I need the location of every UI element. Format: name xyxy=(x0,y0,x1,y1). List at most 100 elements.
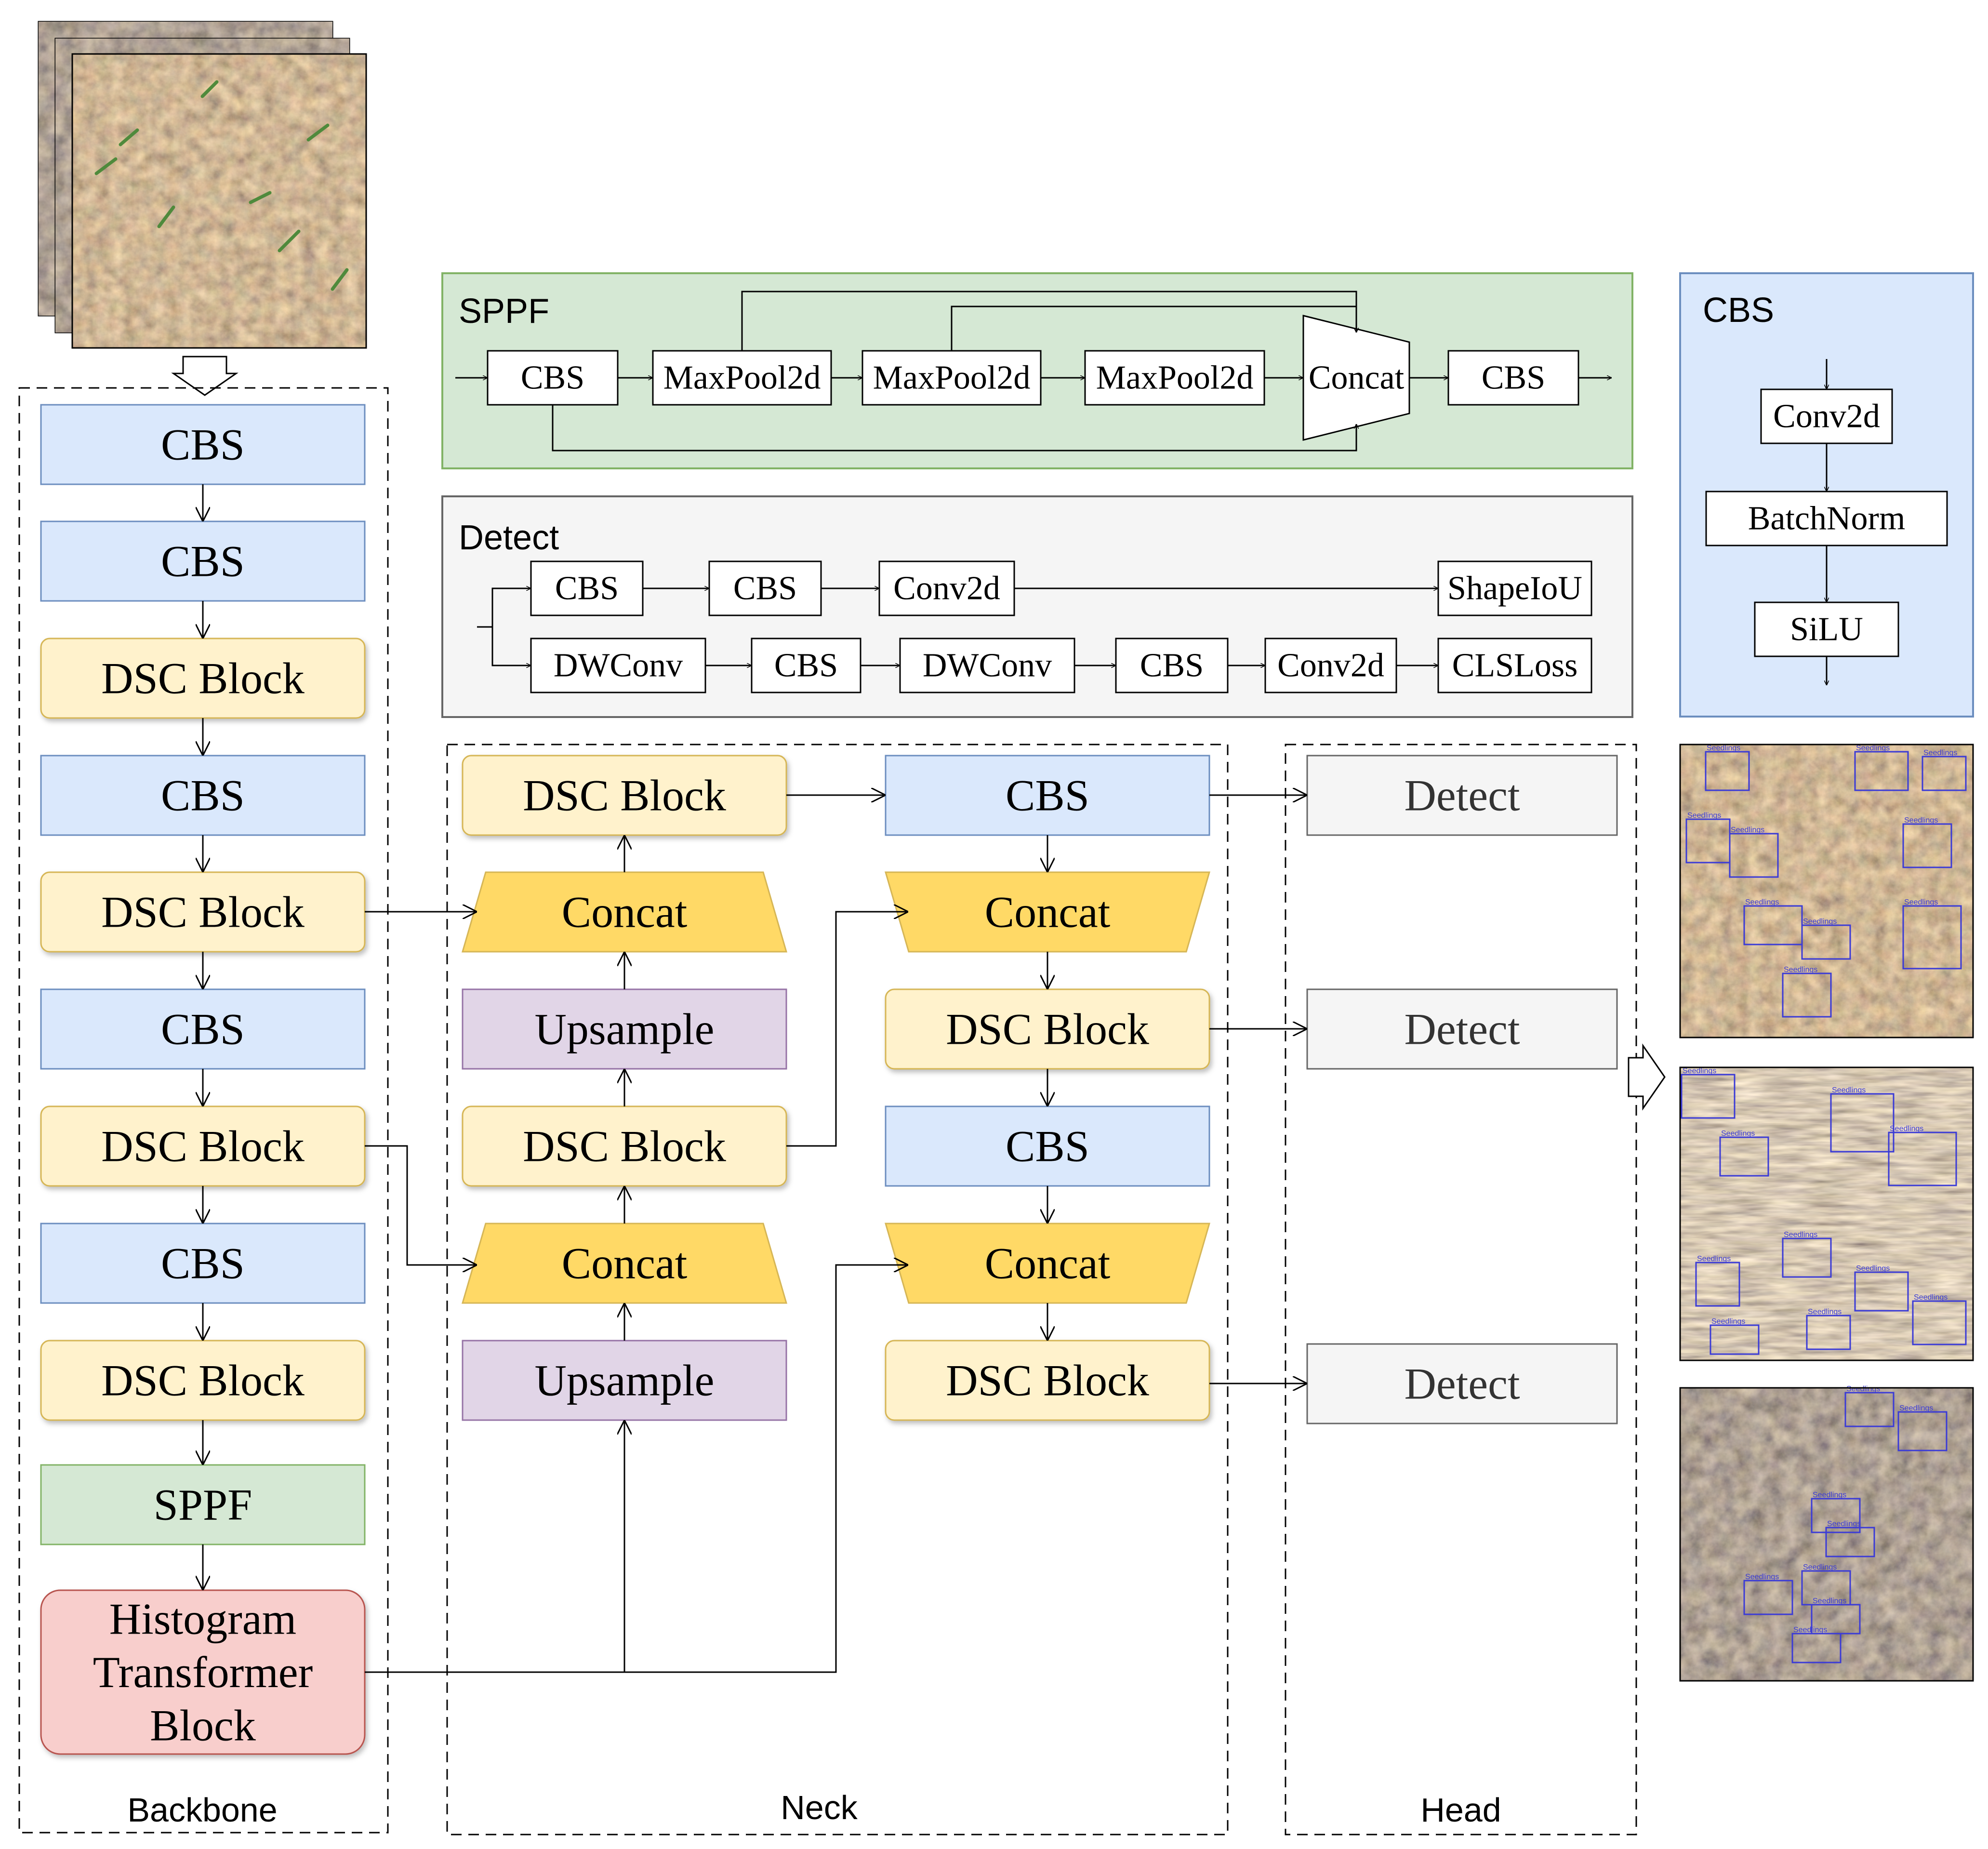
head-detect-1: Detect xyxy=(1306,755,1618,836)
detection-box: Seedlings xyxy=(1791,1626,1842,1663)
detection-box: Seedlings xyxy=(1782,966,1832,1018)
detection-box-label: Seedlings xyxy=(1683,1067,1716,1075)
neck-right-concat-5: Concat xyxy=(885,1223,1210,1304)
backbone-dsc-block-9-label: DSC Block xyxy=(101,1356,305,1405)
sppf-module-cbs-1-label: CBS xyxy=(521,359,584,397)
head-detect-3-label: Detect xyxy=(1404,1359,1520,1409)
sppf-arrow xyxy=(951,306,1356,351)
detection-box-label: Seedlings xyxy=(1687,811,1721,820)
detection-box-label: Seedlings xyxy=(1813,1597,1846,1605)
detection-box: Seedlings xyxy=(1854,1264,1909,1312)
backbone-label: Backbone xyxy=(127,1791,277,1829)
detection-box-label: Seedlings xyxy=(1803,918,1837,926)
sppf-module-concat: Concat xyxy=(1302,315,1410,441)
neck-left-concat-5-label: Concat xyxy=(562,1239,688,1288)
detection-box: Seedlings xyxy=(1897,1404,1948,1451)
neck-right-dsc-block-3-label: DSC Block xyxy=(946,1005,1149,1054)
sppf-module-title: SPPF xyxy=(459,292,549,331)
backbone-dsc-block-5-label: DSC Block xyxy=(101,888,305,937)
sppf-module-maxpool2d-2-label: MaxPool2d xyxy=(663,359,821,397)
detection-box-label: Seedlings xyxy=(1846,1385,1880,1393)
input-image-stack xyxy=(38,21,367,349)
arrow-hist-to-upsample xyxy=(365,1420,624,1673)
neck-left-concat-5: Concat xyxy=(462,1223,787,1304)
detection-box: Seedlings xyxy=(1854,744,1909,791)
backbone-cbs-2: CBS xyxy=(40,520,366,602)
backbone-dsc-block-9: DSC Block xyxy=(40,1340,366,1421)
detect-module-row1-cbs-1-label: CBS xyxy=(555,570,619,607)
detect-module-row2-dwconv-1-label: DWConv xyxy=(554,647,683,684)
backbone-dsc-block-5: DSC Block xyxy=(40,871,366,953)
detection-box: Seedlings xyxy=(1830,1086,1895,1153)
backbone-cbs-1-label: CBS xyxy=(161,420,245,469)
neck-right-cbs-1-label: CBS xyxy=(1006,771,1089,820)
backbone-cbs-4: CBS xyxy=(40,755,366,836)
detection-box-label: Seedlings xyxy=(1914,1293,1948,1302)
neck-left-upsample-6: Upsample xyxy=(462,1340,787,1421)
neck-left-concat-2-label: Concat xyxy=(562,888,688,937)
neck-label: Neck xyxy=(781,1789,858,1826)
detection-box: Seedlings xyxy=(1902,898,1962,970)
head-detect-1-label: Detect xyxy=(1404,771,1520,820)
detect-module-row2-dwconv-3: DWConv xyxy=(899,638,1075,693)
detection-box-label: Seedlings xyxy=(1832,1086,1866,1094)
detect-module-row1-shapeiou-4: ShapeIoU xyxy=(1437,560,1592,616)
cbs-module-batchnorm-label: BatchNorm xyxy=(1748,500,1906,537)
cbs-module-batchnorm: BatchNorm xyxy=(1705,491,1948,546)
detection-box: Seedlings xyxy=(1825,1520,1875,1557)
input-down-arrow xyxy=(171,356,239,396)
neck-left-dsc-block-4: DSC Block xyxy=(462,1105,787,1187)
neck-left-concat-2: Concat xyxy=(462,871,787,953)
detect-module-arrow xyxy=(491,588,531,627)
detection-box: Seedlings xyxy=(1801,918,1851,960)
arrow-hist-to-concat-right xyxy=(624,1265,908,1673)
detection-box-label: Seedlings xyxy=(1784,1231,1817,1239)
neck-right-dsc-block-6-label: DSC Block xyxy=(946,1356,1149,1405)
backbone-histogram-transformer-block-label: Histogram xyxy=(109,1595,296,1644)
detection-box-label: Seedlings xyxy=(1813,1491,1846,1499)
backbone-sppf-10-label: SPPF xyxy=(154,1480,252,1530)
neck-left-dsc-block-1: DSC Block xyxy=(462,755,787,836)
backbone-histogram-transformer-block-label: Transformer xyxy=(93,1648,313,1697)
detection-box-label: Seedlings xyxy=(1856,1264,1890,1273)
detection-box: Seedlings xyxy=(1681,1067,1736,1119)
backbone-cbs-8: CBS xyxy=(40,1223,366,1304)
backbone-sppf-10: SPPF xyxy=(40,1464,366,1545)
neck-left-dsc-block-1-label: DSC Block xyxy=(523,771,726,820)
detection-box-label: Seedlings xyxy=(1745,898,1779,906)
detect-module-row1-cbs-2: CBS xyxy=(708,560,822,616)
head-detect-2-label: Detect xyxy=(1404,1005,1520,1054)
detection-box-label: Seedlings xyxy=(1784,966,1817,974)
detection-box: Seedlings xyxy=(1888,1125,1957,1186)
output-image-2 xyxy=(1680,1067,1973,1360)
detection-box: Seedlings xyxy=(1912,1293,1967,1345)
neck-right-dsc-block-6: DSC Block xyxy=(885,1340,1210,1421)
detection-box: Seedlings xyxy=(1743,1573,1793,1615)
neck-left-dsc-block-4-label: DSC Block xyxy=(523,1122,726,1171)
detect-module-row2-dwconv-3-label: DWConv xyxy=(923,647,1052,684)
sppf-module-cbs-1: CBS xyxy=(487,350,619,406)
detection-box: Seedlings xyxy=(1782,1231,1832,1278)
neck-right-cbs-4-label: CBS xyxy=(1006,1122,1089,1171)
detection-box-label: Seedlings xyxy=(1803,1563,1837,1571)
neck-right-cbs-4: CBS xyxy=(885,1105,1210,1187)
output-image-1 xyxy=(1680,745,1973,1038)
detection-box: Seedlings xyxy=(1844,1385,1895,1427)
backbone-histogram-transformer-block-label: Block xyxy=(150,1701,256,1750)
arrow-dsc-to-concat-2 xyxy=(365,1145,477,1265)
detect-module-row2-clsloss-6: CLSLoss xyxy=(1437,638,1592,693)
output-arrow xyxy=(1628,1043,1666,1111)
detection-box-label: Seedlings xyxy=(1890,1125,1923,1133)
cbs-module-silu-label: SiLU xyxy=(1790,611,1863,648)
head-frame xyxy=(1285,744,1637,1836)
backbone-dsc-block-7-label: DSC Block xyxy=(101,1122,305,1171)
sppf-module-cbs-6-label: CBS xyxy=(1482,359,1545,397)
detection-box: Seedlings xyxy=(1719,1130,1769,1177)
cbs-module-conv2d: Conv2d xyxy=(1760,388,1893,444)
detect-module-row1-conv2d-3-label: Conv2d xyxy=(893,570,1000,607)
backbone-cbs-6-label: CBS xyxy=(161,1005,245,1054)
detect-module-row2-conv2d-5-label: Conv2d xyxy=(1277,647,1384,684)
detection-box-label: Seedlings xyxy=(1707,744,1740,752)
backbone-cbs-8-label: CBS xyxy=(161,1239,245,1288)
detection-box-label: Seedlings xyxy=(1856,744,1890,752)
